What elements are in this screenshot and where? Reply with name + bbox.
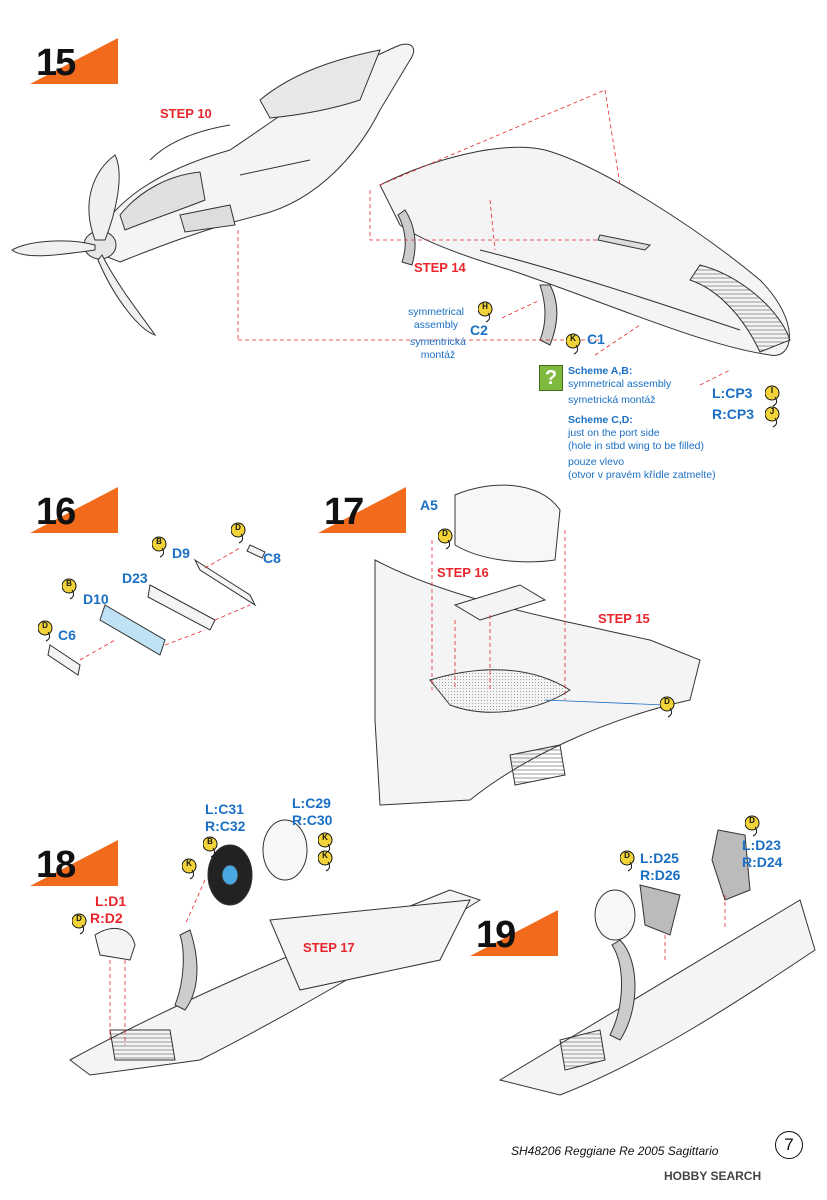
question-hint-icon: ? <box>539 365 563 391</box>
part-r-d2: R:D2 <box>90 910 123 926</box>
step-18-badge: 18 <box>30 840 118 886</box>
note-scheme-cd: Scheme C,D: <box>568 414 633 426</box>
sprue-k-icon: K <box>318 832 336 854</box>
step-17-number: 17 <box>324 491 364 533</box>
note-symmetrical-en: symmetrical assembly <box>408 306 465 331</box>
airplane-drawing <box>11 43 415 336</box>
step19-gear <box>498 829 816 1096</box>
step-16-number: 16 <box>36 491 76 533</box>
sprue-d-icon: D <box>660 696 678 718</box>
part-r-d26: R:D26 <box>640 867 681 883</box>
part-r-d24: R:D24 <box>742 854 783 870</box>
part-l-c29: L:C29 <box>292 795 331 811</box>
sprue-b-icon: B <box>62 578 80 600</box>
part-l-d1: L:D1 <box>95 893 127 909</box>
step-15-badge: 15 <box>30 38 118 84</box>
guide-lines-18 <box>109 879 206 1045</box>
part-d23: D23 <box>122 570 148 586</box>
sprue-h-icon: H <box>478 301 496 323</box>
part-r-c32: R:C32 <box>205 818 246 834</box>
sprue-b-icon: B <box>203 836 221 858</box>
part-c8: C8 <box>263 550 281 566</box>
step17-cockpit <box>374 484 701 806</box>
sprue-k-icon: K <box>318 850 336 872</box>
sprue-k-icon: K <box>566 333 584 355</box>
note-scheme-ab-cz: symetrická montáž <box>568 394 656 406</box>
sprue-b-icon: B <box>152 536 170 558</box>
part-d9: D9 <box>172 545 190 561</box>
part-l-d25: L:D25 <box>640 850 679 866</box>
ref-step-10: STEP 10 <box>160 106 212 121</box>
ref-step-17: STEP 17 <box>303 940 355 955</box>
part-l-cp3: L:CP3 <box>712 385 753 401</box>
step-19-number: 19 <box>476 914 516 956</box>
sprue-d-icon: D <box>620 850 638 872</box>
step-19-badge: 19 <box>470 910 558 956</box>
note-symmetrical-cz: symentrická montáž <box>410 336 467 361</box>
sprue-d-icon: D <box>231 522 249 544</box>
part-r-cp3: R:CP3 <box>712 406 755 422</box>
guide-lines-19 <box>664 895 726 960</box>
ref-step-15: STEP 15 <box>598 611 650 626</box>
part-c2: C2 <box>470 322 488 338</box>
part-r-c30: R:C30 <box>292 812 333 828</box>
page-number: 7 <box>775 1131 803 1159</box>
sprue-j-icon: J <box>765 406 783 428</box>
guide-lines-17 <box>431 530 566 700</box>
sprue-d-icon: D <box>745 815 763 837</box>
watermark: HOBBY SEARCH <box>664 1169 762 1183</box>
ref-step-14: STEP 14 <box>414 260 466 275</box>
note-scheme-cd-en2: (hole in stbd wing to be filled) <box>568 440 704 452</box>
part-d10: D10 <box>83 591 109 607</box>
step-15-number: 15 <box>36 42 76 84</box>
note-scheme-cd-cz2: (otvor v pravém křídle zatmelte) <box>568 469 716 481</box>
part-l-d23: L:D23 <box>742 837 781 853</box>
step18-gear <box>69 819 482 1076</box>
step-17-badge: 17 <box>318 487 406 533</box>
guide-lines-16 <box>79 547 251 661</box>
sprue-d-icon: D <box>72 913 90 935</box>
step16-parts <box>47 544 266 676</box>
note-scheme-cd-cz1: pouze vlevo <box>568 456 625 468</box>
part-c1: C1 <box>587 331 605 347</box>
sprue-d-icon: D <box>438 528 456 550</box>
wing-drawing <box>379 146 791 356</box>
part-c6: C6 <box>58 627 76 643</box>
guide-lines-15 <box>237 89 731 386</box>
sprue-i-icon: I <box>765 385 783 407</box>
footer-title: SH48206 Reggiane Re 2005 Sagittario <box>511 1144 719 1158</box>
step-16-badge: 16 <box>30 487 118 533</box>
part-l-c31: L:C31 <box>205 801 244 817</box>
sprue-d-icon: D <box>38 620 56 642</box>
note-scheme-ab-en: symmetrical assembly <box>568 378 672 390</box>
sprue-k-icon: K <box>182 858 200 880</box>
note-scheme-cd-en1: just on the port side <box>568 427 660 439</box>
ref-step-16: STEP 16 <box>437 565 489 580</box>
note-scheme-ab: Scheme A,B: <box>568 365 633 377</box>
step-18-number: 18 <box>36 844 76 886</box>
part-a5: A5 <box>420 497 438 513</box>
